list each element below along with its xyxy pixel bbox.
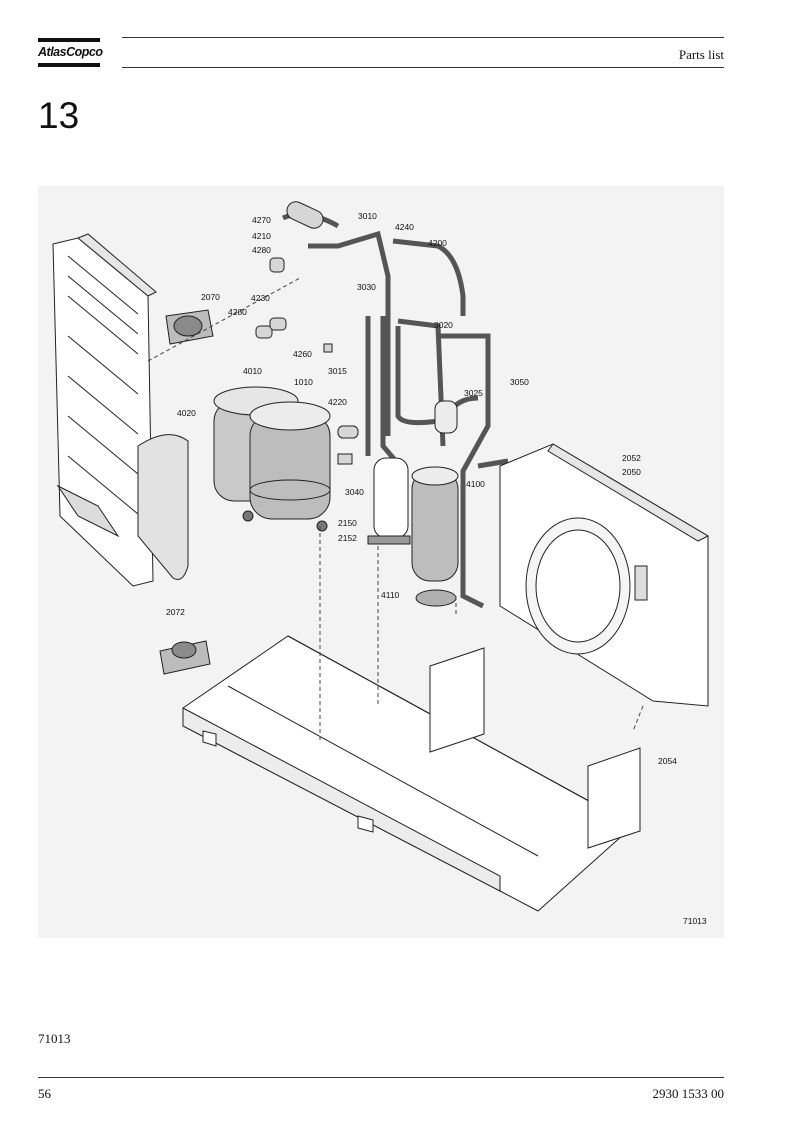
callout-2072: 2072	[166, 607, 185, 617]
callout-1010: 1010	[294, 377, 313, 387]
air-duct	[137, 434, 189, 580]
radiator-block	[52, 233, 157, 587]
callout-4100: 4100	[466, 479, 485, 489]
accumulator-2150	[367, 457, 411, 545]
callout-3015: 3015	[328, 366, 347, 376]
document-number: 2930 1533 00	[652, 1086, 725, 1101]
callout-labels: 4270 3010 4210 4240 4280 4200 2070 4230 …	[166, 211, 707, 926]
callout-4110: 4110	[381, 590, 400, 600]
callout-3030: 3030	[357, 282, 376, 292]
callout-4240: 4240	[395, 222, 414, 232]
callout-4260: 4260	[293, 349, 312, 359]
callout-3020: 3020	[434, 320, 453, 330]
section-number: 13	[38, 95, 80, 136]
callout-4210: 4210	[252, 231, 271, 241]
callout-2070: 2070	[201, 292, 220, 302]
callout-3010: 3010	[358, 211, 377, 221]
header-rule-top	[122, 37, 724, 38]
figure-reference: 71013	[38, 1031, 71, 1046]
page-number: 56	[38, 1086, 51, 1101]
assembly-guide-lines	[147, 277, 644, 741]
callout-3040: 3040	[345, 487, 364, 497]
logo-bar-bottom	[38, 63, 100, 67]
liquid-receiver-4100	[411, 466, 459, 607]
callout-2150: 2150	[338, 518, 357, 528]
callout-3025: 3025	[464, 388, 483, 398]
callout-4220: 4220	[328, 397, 347, 407]
callout-3050: 3050	[510, 377, 529, 387]
pipe-clamp-2070	[165, 309, 214, 345]
callout-4280-b: 4280	[228, 307, 247, 317]
drawing-canvas: 4270 3010 4210 4240 4280 4200 2070 4230 …	[52, 201, 710, 926]
pipe-clamp-2072	[159, 640, 211, 675]
pipe-outlines	[255, 201, 359, 465]
drawing-number: 71013	[683, 916, 707, 926]
callout-4230: 4230	[251, 293, 270, 303]
atlas-copco-logo: AtlasCopco	[38, 38, 103, 68]
callout-2054: 2054	[658, 756, 677, 766]
callout-2152: 2152	[338, 533, 357, 543]
base-frame	[182, 635, 641, 912]
header-title: Parts list	[678, 47, 724, 62]
condenser-fan-2050	[499, 443, 710, 707]
exploded-view-drawing: 4270 3010 4210 4240 4280 4200 2070 4230 …	[38, 186, 724, 938]
callout-4270: 4270	[252, 215, 271, 225]
callout-2050: 2050	[622, 467, 641, 477]
callout-2052: 2052	[622, 453, 641, 463]
callout-4280: 4280	[252, 245, 271, 255]
header-rule-bottom	[122, 67, 724, 68]
callout-4010: 4010	[243, 366, 262, 376]
filter-drier-3025	[434, 400, 458, 434]
compressor-1010	[213, 386, 331, 532]
callout-4200: 4200	[428, 238, 447, 248]
footer-rule	[38, 1077, 724, 1078]
drawing-linework	[52, 201, 710, 912]
callout-4020: 4020	[177, 408, 196, 418]
logo-bar-top	[38, 38, 100, 42]
logo-wordmark: AtlasCopco	[38, 45, 103, 59]
